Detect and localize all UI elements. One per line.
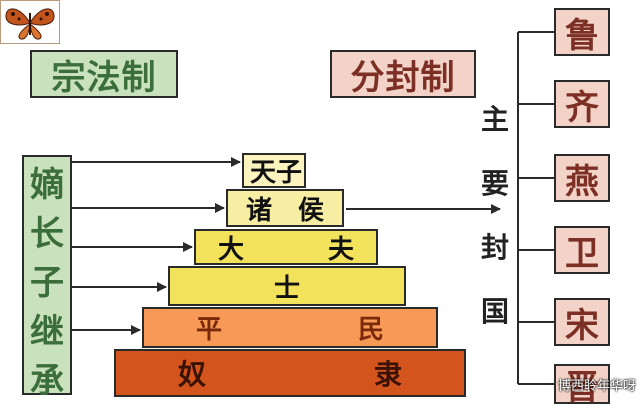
tier-char: 侯: [297, 195, 324, 226]
tier-char: 诸: [246, 195, 273, 226]
tier-char: 子: [276, 158, 303, 188]
state-qi: 齐: [554, 80, 610, 128]
tier-char: 天: [250, 158, 277, 188]
tier-shi: 士: [168, 266, 406, 306]
succession-char: 嫡: [30, 165, 64, 205]
butterfly-icon: [5, 8, 55, 40]
tier-tianzi: 天 子: [242, 153, 306, 188]
state-song: 宋: [554, 298, 610, 346]
title-fenfeng: 分封制: [330, 50, 476, 98]
state-yan: 燕: [554, 154, 610, 202]
tier-char: 隶: [373, 358, 402, 391]
watermark: 博西聆年华呀: [557, 379, 636, 394]
tier-zhuhou: 诸 侯: [226, 189, 344, 227]
tier-char: 夫: [327, 234, 354, 265]
tier-nuli: 奴 隶: [114, 349, 466, 397]
tier-pingmin: 平 民: [142, 307, 438, 348]
major-label-char: 要: [480, 167, 509, 200]
succession-box: 嫡 长 子 继 承: [22, 155, 72, 401]
major-label-char: 主: [480, 103, 509, 136]
tier-char: 大: [218, 234, 245, 265]
tier-char: 奴: [178, 358, 207, 391]
connector-lines: [72, 31, 554, 385]
tier-char: 平: [196, 315, 223, 345]
tier-dafu: 大 夫: [194, 229, 378, 265]
state-lu: 鲁: [554, 8, 610, 56]
butterfly-logo: [0, 0, 60, 44]
tier-char: 民: [357, 315, 384, 345]
major-label-char: 国: [480, 295, 509, 328]
tier-char: 士: [273, 273, 300, 304]
major-states-label: 主 要 封 国: [478, 98, 512, 330]
succession-char: 子: [30, 263, 64, 303]
major-label-char: 封: [480, 231, 509, 264]
title-zongfa: 宗法制: [30, 50, 178, 98]
succession-char: 承: [30, 361, 64, 401]
state-wei: 卫: [554, 226, 610, 274]
succession-char: 继: [30, 312, 64, 352]
succession-char: 长: [30, 214, 64, 254]
